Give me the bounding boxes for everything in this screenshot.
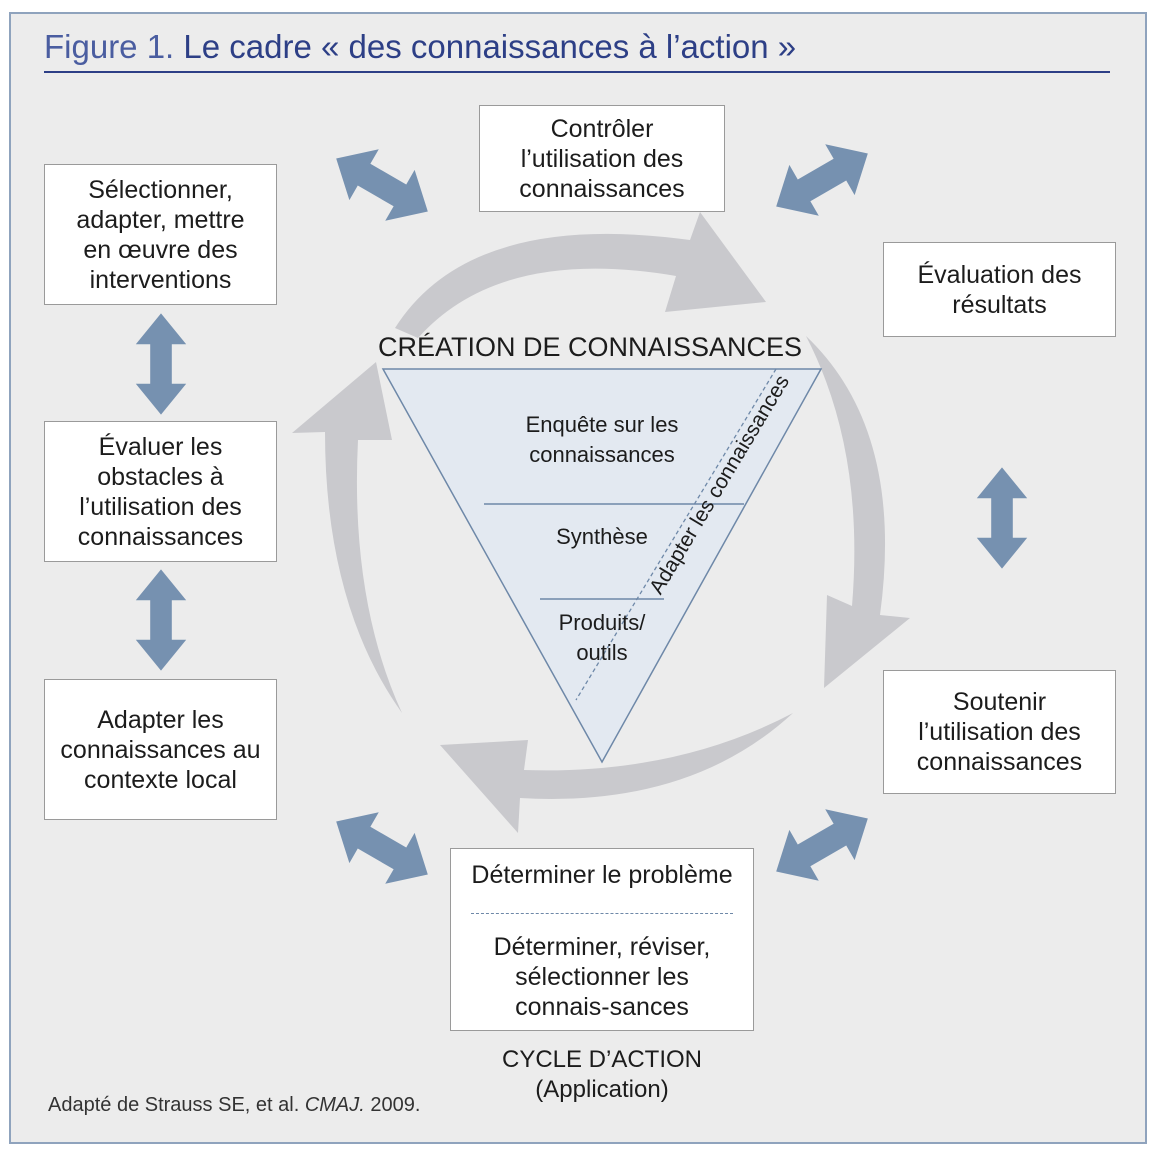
source-text: Adapté de Strauss SE, et al. xyxy=(48,1094,305,1116)
source-journal: CMAJ. xyxy=(304,1094,365,1116)
cycle-arrow-right xyxy=(806,336,910,688)
source-year: 2009. xyxy=(364,1094,421,1116)
assess-barriers-box: Évaluer les obstacles à l’utilisation de… xyxy=(44,421,277,562)
two-way-arrow xyxy=(135,569,187,671)
title-underline xyxy=(44,71,1110,73)
funnel-tailoring-line xyxy=(575,368,777,701)
adapt-local-context-box: Adapter les connaissances au contexte lo… xyxy=(44,679,277,820)
cycle-arrow-top xyxy=(395,212,766,338)
sustain-knowledge-use-box: Soutenir l’utilisation des connaissances xyxy=(883,670,1116,794)
two-way-arrow xyxy=(776,809,868,881)
select-interventions-box: Sélectionner, adapter, mettre en œuvre d… xyxy=(44,164,277,305)
identify-knowledge-label: Déterminer, réviser, sélectionner les co… xyxy=(493,933,711,1021)
figure-title-text: Le cadre « des connaissances à l’action … xyxy=(183,28,797,65)
two-way-arrow xyxy=(336,149,428,221)
identify-problem-label: Déterminer le problème xyxy=(471,861,733,889)
two-way-arrow xyxy=(776,144,868,216)
cycle-arrow-left xyxy=(292,362,402,713)
knowledge-funnel xyxy=(381,368,823,764)
cycle-arrow-bottom xyxy=(440,713,793,833)
two-way-arrows xyxy=(135,144,1028,935)
action-cycle-label: CYCLE D’ACTION (Application) xyxy=(501,1046,703,1103)
two-way-arrow xyxy=(976,467,1028,569)
knowledge-inquiry-label: Enquête sur les connaissances xyxy=(525,412,679,467)
figure-title: Figure 1. Le cadre « des connaissances à… xyxy=(44,28,796,66)
knowledge-synthesis-label: Synthèse xyxy=(556,524,648,549)
knowledge-tools-label: Produits/ outils xyxy=(558,610,646,665)
knowledge-creation-heading: CRÉATION DE CONNAISSANCES xyxy=(377,332,803,362)
two-way-arrow xyxy=(135,313,187,415)
monitor-knowledge-use-box: Contrôler l’utilisation des connaissance… xyxy=(479,105,725,212)
source-citation: Adapté de Strauss SE, et al. CMAJ. 2009. xyxy=(48,1094,420,1117)
evaluate-outcomes-box: Évaluation des résultats xyxy=(883,242,1116,337)
figure-number: Figure 1. xyxy=(44,28,175,65)
action-cycle-arrows xyxy=(292,212,910,833)
knowledge-triangle xyxy=(381,368,823,764)
identify-problem-box: Déterminer le problème Déterminer, révis… xyxy=(450,848,754,1031)
two-way-arrow xyxy=(336,812,428,884)
box-divider xyxy=(471,913,733,914)
